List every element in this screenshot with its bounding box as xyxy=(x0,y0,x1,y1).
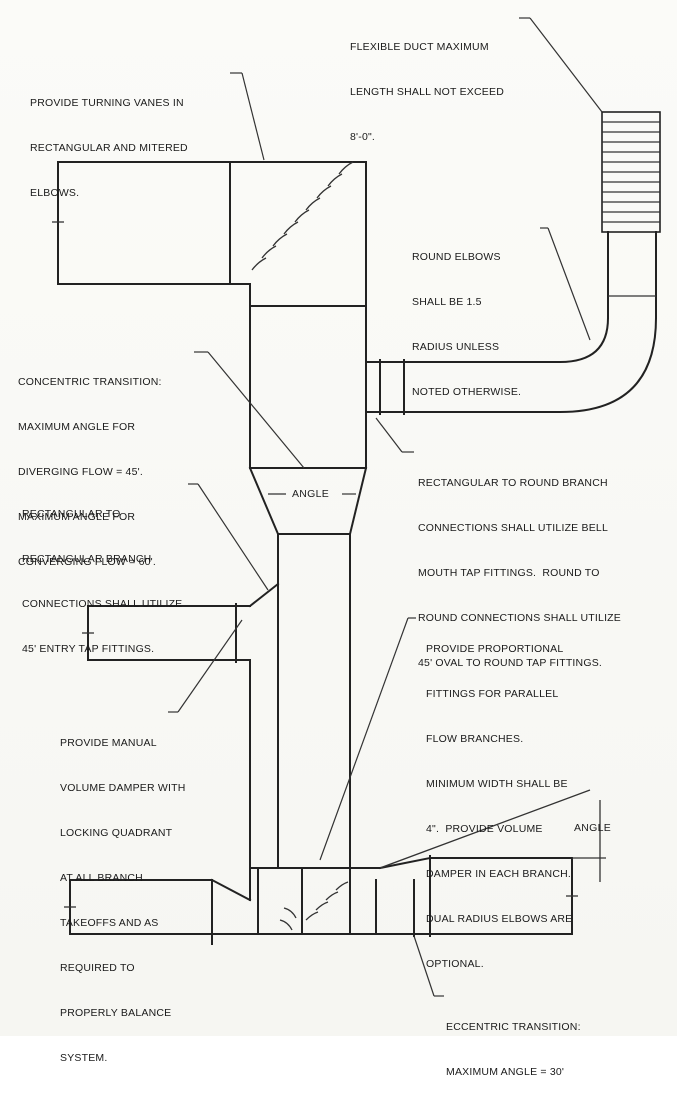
note-rect-to-rect-branch: RECTANGULAR TO RECTANGULAR BRANCH CONNEC… xyxy=(22,508,183,655)
duct-diagram xyxy=(52,17,661,997)
left-branch-duct xyxy=(82,582,280,663)
note-manual-damper: PROVIDE MANUAL VOLUME DAMPER WITH LOCKIN… xyxy=(60,737,186,1064)
angle-label-right: ANGLE xyxy=(574,822,612,834)
turning-vanes xyxy=(251,161,354,271)
note-round-elbows: ROUND ELBOWS SHALL BE 1.5 RADIUS UNLESS … xyxy=(412,251,522,398)
note-turning-vanes: PROVIDE TURNING VANES IN RECTANGULAR AND… xyxy=(30,97,188,199)
eccentric-angle-dimension xyxy=(379,789,606,882)
note-flexible-duct: FLEXIBLE DUCT MAXIMUM LENGTH SHALL NOT E… xyxy=(350,41,504,143)
note-proportional-fittings: PROVIDE PROPORTIONAL FITTINGS FOR PARALL… xyxy=(426,643,573,970)
angle-label-center: ANGLE xyxy=(292,488,330,500)
flexible-duct xyxy=(601,111,661,233)
note-eccentric-transition: ECCENTRIC TRANSITION: MAXIMUM ANGLE = 30… xyxy=(446,1021,581,1078)
concentric-transition xyxy=(248,466,368,536)
note-concentric-transition: CONCENTRIC TRANSITION: MAXIMUM ANGLE FOR… xyxy=(18,376,162,568)
main-trunk xyxy=(249,533,381,869)
upper-rect-duct xyxy=(52,161,367,469)
leader-lines xyxy=(168,17,603,997)
bottom-duct xyxy=(64,855,578,945)
round-branch-and-elbow xyxy=(365,231,658,415)
note-rect-to-round-branch: RECTANGULAR TO ROUND BRANCH CONNECTIONS … xyxy=(418,477,622,669)
